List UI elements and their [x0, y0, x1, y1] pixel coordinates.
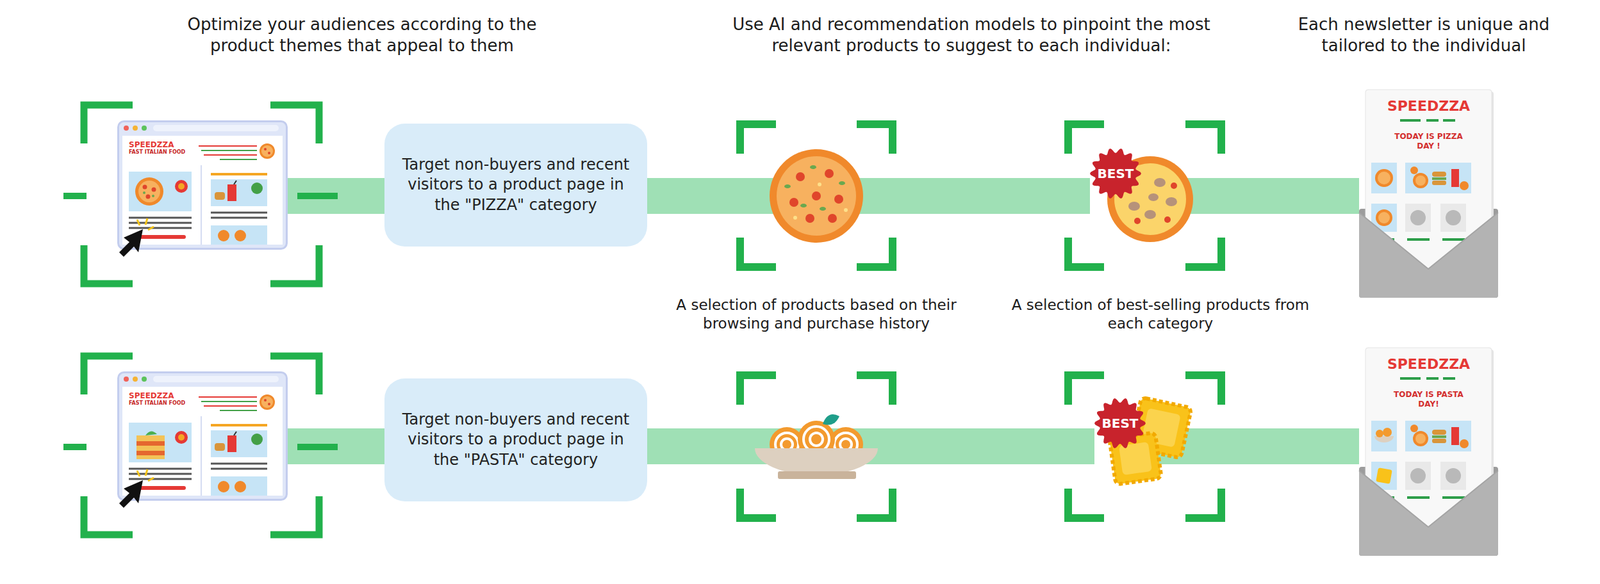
focus-brackets — [63, 356, 1222, 536]
browser-mockup: SPEEDZZAFAST ITALIAN FOOD — [117, 120, 288, 250]
column-heading: Use AI and recommendation models to pinp… — [702, 14, 1241, 56]
step-caption: A selection of products based on their b… — [665, 296, 967, 334]
newsletter-brand: SPEEDZZA — [1359, 355, 1499, 374]
column-heading: Each newsletter is unique and tailored t… — [1276, 14, 1572, 56]
audience-text: Target non-buyers and recent visitors to… — [394, 155, 637, 216]
label-wrap: Use AI and recommendation models to pinp… — [702, 14, 1241, 56]
newsletter-envelope — [1359, 89, 1499, 298]
newsletter-headline: TODAY IS PIZZA DAY ! — [1389, 131, 1469, 152]
browser-frame — [117, 371, 288, 502]
label-wrap: A selection of products based on their b… — [665, 296, 967, 334]
best-badge: BEST — [1089, 148, 1142, 200]
brand-name: SPEEDZZA — [128, 391, 288, 401]
focus-brackets — [63, 105, 1222, 284]
browser-frame — [117, 120, 288, 250]
newsletter-brand: SPEEDZZA — [1359, 97, 1499, 116]
pizza-icon — [769, 149, 864, 243]
label-wrap: A selection of best-selling products fro… — [1006, 296, 1315, 334]
badge-text: BEST — [1097, 167, 1135, 181]
audience-text: Target non-buyers and recent visitors to… — [394, 410, 637, 471]
browser-mockup: SPEEDZZAFAST ITALIAN FOOD — [117, 371, 288, 502]
best-badge: BEST — [1094, 397, 1146, 450]
label-wrap: Each newsletter is unique and tailored t… — [1276, 14, 1572, 56]
badge-text: BEST — [1102, 417, 1139, 430]
pasta-icon — [754, 414, 878, 480]
newsletter-card: SPEEDZZA TODAY IS PIZZA DAY ! — [1359, 89, 1499, 298]
brand-tagline: FAST ITALIAN FOOD — [128, 400, 288, 407]
brand-name: SPEEDZZA — [128, 140, 288, 150]
audience-box: Target non-buyers and recent visitors to… — [384, 123, 648, 247]
audience-box: Target non-buyers and recent visitors to… — [384, 378, 648, 502]
newsletter-card: SPEEDZZA TODAY IS PASTA DAY! — [1359, 347, 1499, 557]
brand-tagline: FAST ITALIAN FOOD — [128, 149, 288, 156]
step-caption: A selection of best-selling products fro… — [1006, 296, 1315, 334]
newsletter-envelope — [1359, 347, 1499, 557]
label-wrap: Optimize your audiences according to the… — [163, 14, 561, 56]
column-heading: Optimize your audiences according to the… — [163, 14, 561, 56]
flow-band — [647, 178, 1090, 215]
newsletter-headline: TODAY IS PASTA DAY! — [1389, 390, 1469, 410]
